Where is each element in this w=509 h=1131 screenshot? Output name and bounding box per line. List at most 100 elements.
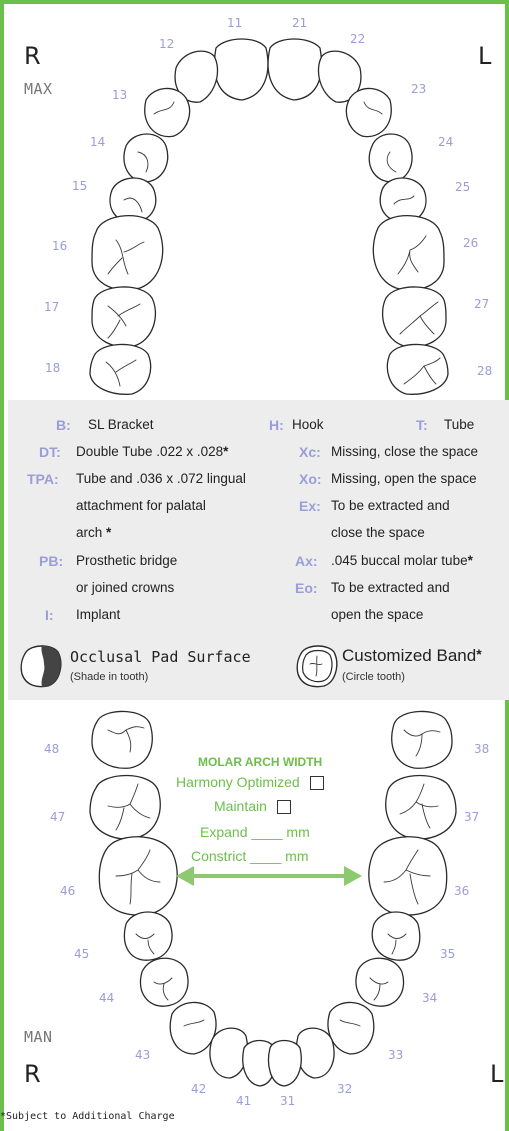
legend-text-t: Tube [444,417,475,432]
legend-code-i: I: [45,607,54,623]
upper-left-side-label: L [478,42,492,70]
tooth-number-43: 43 [135,1048,151,1062]
lower-arch-diagram [89,710,457,1087]
legend-text-tpa-line1: Tube and .036 x .072 lingual [76,471,246,486]
tooth-36[interactable] [368,836,448,916]
lower-left-side-label: L [490,1060,504,1088]
legend-text-ax: .045 buccal molar tube* [331,553,473,568]
tooth-number-38: 38 [474,742,490,756]
legend-text-xc: Missing, close the space [331,444,479,459]
tooth-31[interactable] [267,1039,302,1087]
tooth-38[interactable] [391,710,453,769]
tooth-number-12: 12 [159,37,175,51]
molar-width-arrow [176,866,362,886]
tooth-26[interactable] [372,215,445,291]
maintain-option[interactable]: Maintain [214,798,291,815]
upper-arch-diagram [89,38,449,395]
tooth-48[interactable] [91,710,153,769]
tooth-number-18: 18 [45,361,61,375]
tooth-37[interactable] [385,774,457,840]
customized-band-label: Customized Band* [342,646,482,665]
additional-charge-footnote: *Subject to Additional Charge [0,1111,175,1122]
molar-arch-width-title: MOLAR ARCH WIDTH [198,755,323,769]
tooth-21[interactable] [267,38,323,101]
maxillary-arch-label: MAX [24,80,53,98]
legend-text-ex-line2: close the space [331,525,425,540]
mandibular-arch-label: MAN [24,1028,53,1046]
tooth-15[interactable] [109,177,157,223]
tooth-number-11: 11 [227,16,243,30]
occlusal-pad-note: (Shade in tooth) [70,671,149,683]
tooth-24[interactable] [368,133,413,183]
legend-text-eo-line2: open the space [331,607,424,622]
tooth-number-14: 14 [90,135,106,149]
tooth-number-31: 31 [280,1094,296,1108]
tooth-number-32: 32 [337,1082,353,1096]
tooth-43[interactable] [169,1001,217,1055]
tooth-25[interactable] [379,177,427,223]
tooth-13[interactable] [144,87,191,138]
tooth-number-21: 21 [292,16,308,30]
tooth-number-23: 23 [411,82,427,96]
tooth-42[interactable] [209,1027,249,1079]
tooth-number-13: 13 [112,88,128,102]
harmony-optimized-checkbox[interactable] [309,776,324,791]
harmony-optimized-option[interactable]: Harmony Optimized [176,774,324,791]
tooth-28[interactable] [386,343,449,395]
tooth-number-37: 37 [464,810,480,824]
legend-text-pb-line2: or joined crowns [76,580,175,595]
legend-code-t: T: [416,417,428,433]
tooth-number-41: 41 [236,1094,252,1108]
tooth-number-27: 27 [474,297,490,311]
tooth-17[interactable] [91,286,156,348]
tooth-number-28: 28 [477,364,493,378]
tooth-number-33: 33 [388,1048,404,1062]
tooth-47[interactable] [89,774,161,840]
legend-text-ex-line1: To be extracted and [331,498,450,513]
tooth-18[interactable] [89,343,152,395]
constrict-mm-field[interactable]: Constrict ____ mm [191,848,309,864]
tooth-number-34: 34 [422,991,438,1005]
legend-panel: B: SL Bracket H: Hook T: Tube DT: Double… [8,400,509,700]
tooth-number-45: 45 [74,947,90,961]
legend-code-h: H: [269,417,284,433]
lower-right-side-label: R [24,1060,41,1088]
tooth-34[interactable] [355,957,405,1007]
tooth-44[interactable] [139,957,189,1007]
tooth-33[interactable] [327,1001,375,1055]
occlusal-pad-tooth-icon [20,645,62,688]
legend-code-ax: Ax: [295,553,318,569]
tooth-23[interactable] [345,87,392,138]
tooth-11[interactable] [213,38,269,101]
legend-text-tpa-line3: arch * [76,525,112,540]
upper-right-side-label: R [24,42,41,70]
tooth-16[interactable] [91,215,164,291]
tooth-number-42: 42 [191,1082,207,1096]
legend-text-h: Hook [292,417,324,432]
tooth-number-22: 22 [350,32,366,46]
tooth-number-16: 16 [52,239,68,253]
customized-band-note: (Circle tooth) [342,671,405,683]
legend-code-pb: PB: [39,553,64,569]
tooth-number-35: 35 [440,947,456,961]
tooth-number-47: 47 [50,810,66,824]
tooth-46[interactable] [98,836,178,916]
maintain-checkbox[interactable] [276,800,291,815]
legend-code-eo: Eo: [295,580,318,596]
tooth-27[interactable] [382,286,447,348]
legend-code-ex: Ex: [299,498,321,514]
tooth-number-48: 48 [44,742,60,756]
legend-code-dt: DT: [39,444,61,460]
expand-mm-field[interactable]: Expand ____ mm [200,824,310,840]
tooth-14[interactable] [123,133,169,183]
tooth-number-15: 15 [72,179,88,193]
legend-code-b: B: [56,417,71,433]
tooth-32[interactable] [295,1027,335,1079]
legend-text-tpa-line2: attachment for palatal [76,498,206,513]
tooth-35[interactable] [371,911,421,961]
tooth-number-46: 46 [60,884,76,898]
tooth-45[interactable] [123,911,173,961]
legend-text-pb-line1: Prosthetic bridge [76,553,178,568]
tooth-number-26: 26 [463,236,479,250]
